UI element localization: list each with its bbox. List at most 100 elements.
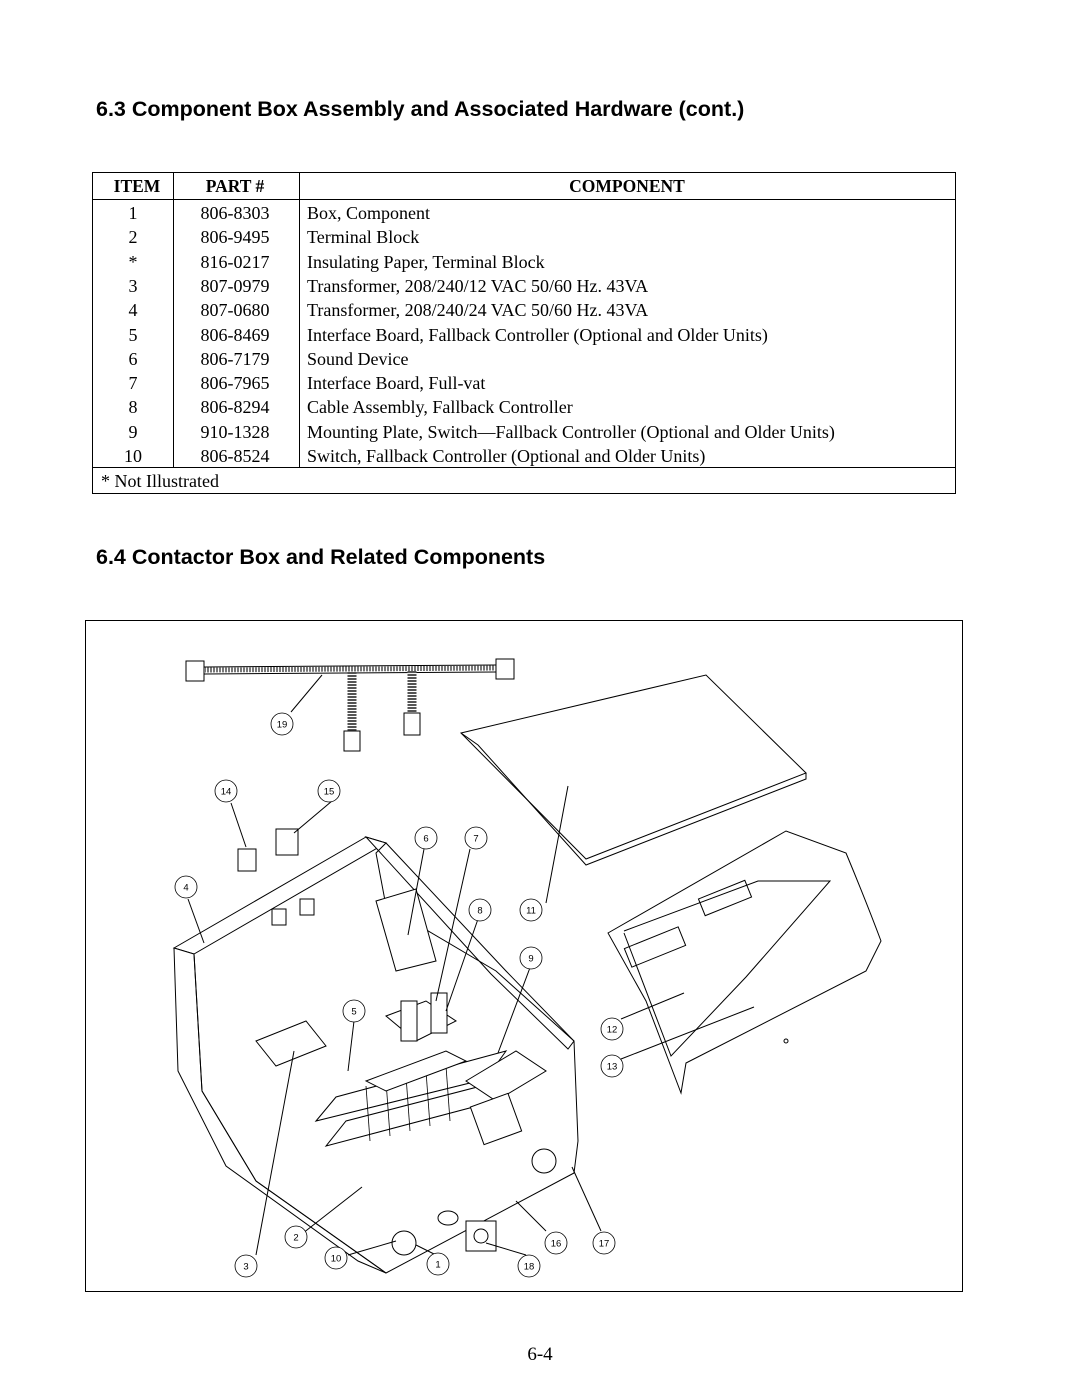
callout-label: 11 — [526, 906, 536, 917]
relay-drawing — [237, 848, 257, 872]
component-column-header: COMPONENT — [569, 176, 685, 196]
table-row: * 816-0217 Insulating Paper, Terminal Bloc… — [93, 250, 955, 274]
component-cell: Interface Board, Fallback Controller (Op… — [307, 324, 768, 345]
callout-label: 14 — [221, 787, 232, 798]
callout-1: 1 — [426, 1252, 450, 1276]
component-cell: Sound Device — [307, 348, 409, 369]
table-row: 9 910-1328 Mounting Plate, Switch—Fallback… — [93, 420, 955, 444]
callout-label: 8 — [477, 906, 482, 917]
component-cell: Mounting Plate, Switch—Fallback Controll… — [307, 421, 835, 442]
table-row: 10 806-8524 Switch, Fallback Controller (O… — [93, 444, 955, 468]
contactor-box-body-drawing — [172, 836, 579, 1274]
section-6-4-heading: 6.4 Contactor Box and Related Components — [96, 545, 546, 569]
table-row: 3 807-0979 Transformer, 208/240/12 VAC 50/… — [93, 274, 955, 298]
part-number-cell: 806-8303 — [200, 203, 270, 223]
header-divider — [93, 199, 955, 200]
callout-label: 18 — [524, 1262, 535, 1273]
callout-label: 5 — [351, 1007, 356, 1018]
callout-label: 4 — [183, 883, 188, 894]
part-number-cell: 910-1328 — [200, 421, 270, 442]
table-row: 4 807-0680 Transformer, 208/240/24 VAC 50/… — [93, 298, 955, 322]
callout-label: 15 — [324, 787, 335, 798]
column-divider — [299, 173, 300, 467]
part-number-cell: 806-7965 — [200, 373, 270, 394]
callout-10: 10 — [324, 1246, 348, 1270]
callout-markers: 19 14 15 6 7 4 8 11 9 5 12 13 2 16 17 3 10 1 18 — [174, 712, 624, 1278]
callout-8: 8 — [468, 898, 492, 922]
part-number-cell: 806-9495 — [200, 227, 270, 248]
item-cell: 1 — [128, 203, 138, 223]
callout-label: 19 — [277, 720, 288, 731]
callout-leader-lines — [187, 674, 755, 1256]
item-cell: 4 — [128, 300, 138, 321]
callout-13: 13 — [600, 1054, 624, 1078]
callout-label: 1 — [435, 1260, 440, 1271]
not-illustrated-footnote: * Not Illustrated — [101, 471, 219, 491]
part-number-cell: 806-7179 — [200, 348, 270, 369]
item-cell: 9 — [128, 421, 138, 442]
component-cell: Switch, Fallback Controller (Optional an… — [307, 446, 706, 466]
footnote-divider — [93, 467, 955, 468]
component-cell: Cable Assembly, Fallback Controller — [307, 397, 573, 418]
door-panel-drawing — [607, 830, 882, 1095]
callout-label: 12 — [607, 1025, 618, 1036]
callout-label: 9 — [528, 954, 533, 965]
item-column-header: ITEM — [113, 176, 161, 196]
callout-9: 9 — [519, 946, 543, 970]
contactor-box-exploded-diagram: 19 14 15 6 7 4 8 11 9 5 12 13 2 16 17 3 10 1 18 — [85, 620, 963, 1292]
page-number: 6-4 — [527, 1344, 553, 1365]
callout-label: 13 — [607, 1062, 618, 1073]
item-cell: 3 — [128, 275, 138, 296]
part-number-cell: 806-8469 — [200, 324, 270, 345]
parts-table: ITEM PART # COMPONENT 1 806-8303 Box, Comp… — [92, 172, 956, 494]
diagram-drawing: 19 14 15 6 7 4 8 11 9 5 12 13 2 16 17 3 10 1 18 — [172, 658, 882, 1278]
callout-label: 17 — [599, 1239, 610, 1250]
item-cell: 5 — [128, 324, 138, 345]
callout-5: 5 — [342, 999, 366, 1023]
callout-17: 17 — [592, 1231, 616, 1255]
component-cell: Terminal Block — [307, 227, 420, 248]
section-6-3-heading: 6.3 Component Box Assembly and Associate… — [96, 97, 745, 121]
item-cell: 10 — [124, 446, 142, 466]
callout-2: 2 — [284, 1225, 308, 1249]
part-number-cell: 807-0680 — [200, 300, 270, 321]
lid-drawing — [460, 674, 807, 860]
relay-drawing — [275, 828, 299, 856]
component-cell: Interface Board, Full-vat — [307, 373, 486, 394]
callout-label: 16 — [551, 1239, 562, 1250]
item-cell: 2 — [128, 227, 138, 248]
part-number-cell: 806-8294 — [200, 397, 270, 418]
table-row: 8 806-8294 Cable Assembly, Fallback Contro… — [93, 395, 955, 419]
part-number-cell: 816-0217 — [200, 251, 270, 272]
callout-label: 6 — [423, 834, 428, 845]
component-cell: Transformer, 208/240/24 VAC 50/60 Hz. 43… — [307, 300, 649, 321]
callout-11: 11 — [519, 898, 543, 922]
wiring-harness-drawing — [185, 658, 515, 752]
callout-label: 2 — [293, 1233, 298, 1244]
callout-16: 16 — [544, 1231, 568, 1255]
callout-label: 7 — [473, 834, 478, 845]
callout-14: 14 — [214, 779, 238, 803]
item-cell: 8 — [128, 397, 138, 418]
callout-15: 15 — [317, 779, 341, 803]
callout-12: 12 — [600, 1017, 624, 1041]
callout-19: 19 — [270, 712, 294, 736]
part-number-cell: 806-8524 — [200, 446, 270, 466]
callout-6: 6 — [414, 826, 438, 850]
part-number-cell: 807-0979 — [200, 275, 270, 296]
table-row: 7 806-7965 Interface Board, Full-vat — [93, 371, 955, 395]
table-row: 2 806-9495 Terminal Block — [93, 225, 955, 249]
part-column-header: PART # — [205, 176, 265, 196]
callout-4: 4 — [174, 875, 198, 899]
table-row: 5 806-8469 Interface Board, Fallback Contr… — [93, 323, 955, 347]
component-cell: Insulating Paper, Terminal Block — [307, 251, 545, 272]
item-cell: 7 — [128, 373, 138, 394]
callout-label: 10 — [331, 1254, 342, 1265]
callout-label: 3 — [243, 1262, 248, 1273]
callout-18: 18 — [517, 1254, 541, 1278]
component-cell: Box, Component — [307, 203, 431, 223]
column-divider — [173, 173, 174, 467]
item-cell: * — [128, 251, 138, 272]
component-cell: Transformer, 208/240/12 VAC 50/60 Hz. 43… — [307, 275, 649, 296]
